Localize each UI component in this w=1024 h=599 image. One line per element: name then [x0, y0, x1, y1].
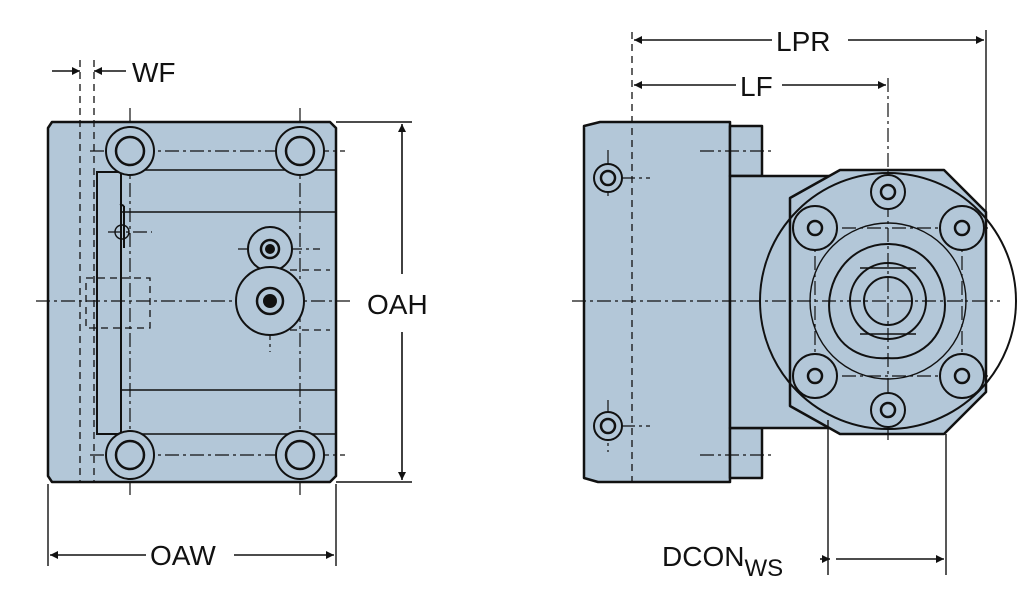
front-corner-hole-br	[275, 430, 325, 480]
front-coolant-port-upper	[247, 226, 293, 272]
oah-label: OAH	[367, 289, 428, 320]
front-coolant-port-lower	[235, 266, 330, 336]
front-flange-strip	[96, 171, 122, 435]
lf-label: LF	[740, 71, 773, 102]
front-view: WF OAH OAW	[36, 57, 428, 571]
flange-hole-tl	[792, 205, 838, 251]
lpr-label: LPR	[776, 26, 830, 57]
side-view-bottom-tab	[728, 426, 764, 480]
flange-hole-top	[870, 174, 906, 210]
wf-label: WF	[132, 57, 176, 88]
flange-hole-bottom	[870, 392, 906, 428]
dcon-label-main: DCON	[662, 541, 744, 572]
side-view-flange	[788, 168, 988, 436]
side-view: LPR LF DCONWS	[572, 26, 1017, 582]
dcon-label-subscript: WS	[744, 555, 783, 582]
flange-hole-bl	[792, 353, 838, 399]
front-corner-hole-tl	[105, 126, 155, 176]
oaw-label: OAW	[150, 540, 216, 571]
dcon-label: DCONWS	[662, 541, 783, 582]
side-base-hole-bottom	[593, 411, 623, 441]
side-view-base-block	[582, 120, 732, 484]
front-corner-hole-tr	[275, 126, 325, 176]
flange-hole-tr	[939, 205, 985, 251]
side-base-hole-top	[593, 163, 623, 193]
flange-hole-br	[939, 353, 985, 399]
front-corner-hole-bl	[105, 430, 155, 480]
